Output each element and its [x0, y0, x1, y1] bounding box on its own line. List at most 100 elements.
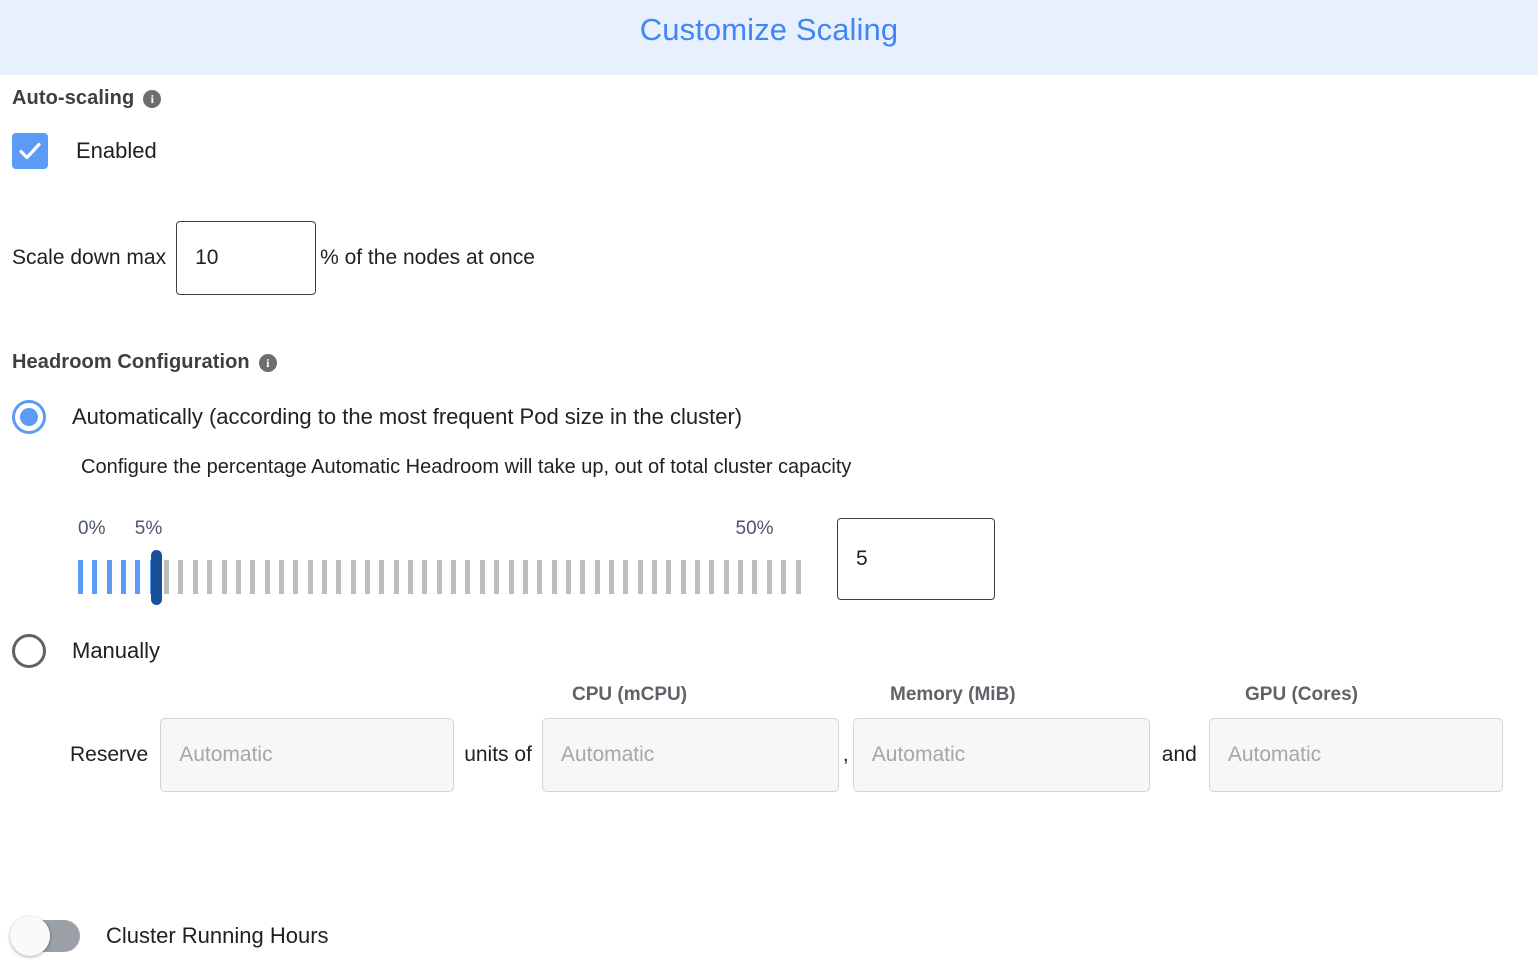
- slider-tick: [494, 560, 500, 594]
- slider-tick: [752, 560, 758, 594]
- info-icon-glyph: i: [150, 91, 154, 106]
- slider-tick: [537, 560, 543, 594]
- slider-tick: [766, 560, 772, 594]
- scale-down-max-input[interactable]: [176, 221, 317, 295]
- radio-manually[interactable]: [12, 634, 46, 668]
- headroom-info-icon-glyph: i: [266, 355, 270, 370]
- manual-reserve-fields: CPU (mCPU) Memory (MiB) GPU (Cores) Rese…: [12, 684, 1526, 804]
- cluster-running-hours-row[interactable]: Cluster Running Hours: [10, 916, 329, 956]
- dialog-header: Customize Scaling: [0, 0, 1538, 75]
- headroom-percentage-slider[interactable]: 0% 5% 50%: [78, 518, 823, 605]
- info-icon[interactable]: i: [143, 89, 162, 108]
- radio-automatic[interactable]: [12, 400, 46, 434]
- slider-tick: [652, 560, 657, 594]
- slider-tick: [795, 560, 801, 594]
- slider-tick: [250, 560, 256, 594]
- slider-tick: [422, 560, 428, 594]
- headroom-option-manual-row[interactable]: Manually: [12, 634, 1526, 668]
- slider-tick: [379, 560, 385, 594]
- reserve-input-line: Reserve units of , and: [12, 718, 1526, 792]
- radio-manually-label: Manually: [72, 638, 161, 663]
- slider-tick: [436, 560, 442, 594]
- slider-tick-labels: 0% 5% 50%: [78, 518, 823, 544]
- slider-tick: [278, 560, 284, 594]
- slider-tick: [666, 560, 672, 594]
- checkbox-enabled-label: Enabled: [76, 138, 157, 163]
- slider-tick: [680, 560, 686, 594]
- slider-tick: [522, 560, 528, 594]
- slider-tick: [135, 560, 141, 594]
- toggle-knob: [10, 916, 50, 956]
- slider-value-label: 5%: [134, 518, 163, 539]
- slider-track[interactable]: [78, 550, 823, 605]
- slider-tick: [465, 560, 471, 594]
- comma-separator: ,: [842, 743, 849, 766]
- slider-tick: [121, 560, 127, 594]
- slider-max-label: 50%: [735, 518, 774, 539]
- reserve-label: Reserve: [70, 743, 149, 766]
- column-header-cpu: CPU (mCPU): [572, 684, 688, 705]
- slider-tick: [408, 560, 414, 594]
- radio-automatic-label: Automatically (according to the most fre…: [72, 404, 743, 429]
- scale-down-max-label: Scale down max: [12, 246, 167, 269]
- auto-scaling-enabled-row[interactable]: Enabled: [12, 133, 1526, 169]
- headroom-option-automatic-row[interactable]: Automatically (according to the most fre…: [12, 400, 1526, 434]
- slider-tick: [738, 560, 744, 594]
- slider-tick: [293, 560, 299, 594]
- slider-tick: [580, 560, 586, 594]
- scale-down-max-row: Scale down max % of the nodes at once: [12, 221, 1526, 295]
- slider-tick: [608, 560, 614, 594]
- auto-scaling-label: Auto-scaling: [12, 87, 135, 109]
- reserve-gpu-input[interactable]: [1208, 718, 1503, 792]
- slider-tick: [709, 560, 715, 594]
- headroom-section-header: Headroom Configuration i: [12, 351, 1526, 374]
- slider-tick: [106, 560, 112, 594]
- slider-tick: [336, 560, 342, 594]
- slider-tick: [479, 560, 485, 594]
- slider-tick: [508, 560, 514, 594]
- reserve-cpu-input[interactable]: [541, 718, 839, 792]
- page-title: Customize Scaling: [639, 12, 899, 47]
- slider-tick: [623, 560, 629, 594]
- reserve-units-input[interactable]: [160, 718, 455, 792]
- slider-tick: [235, 560, 241, 594]
- slider-tick: [192, 560, 198, 594]
- slider-tick: [221, 560, 227, 594]
- headroom-percentage-input[interactable]: [837, 518, 995, 600]
- units-of-label: units of: [464, 743, 532, 766]
- slider-tick: [321, 560, 327, 594]
- toggle-cluster-running-hours[interactable]: [10, 916, 80, 956]
- slider-tick: [178, 560, 184, 594]
- slider-thumb[interactable]: [150, 550, 162, 605]
- check-icon: [19, 142, 41, 160]
- slider-tick: [781, 560, 787, 594]
- slider-tick: [723, 560, 729, 594]
- headroom-automatic-description: Configure the percentage Automatic Headr…: [81, 456, 852, 478]
- reserve-memory-input[interactable]: [852, 718, 1150, 792]
- slider-tick: [164, 560, 170, 594]
- dialog-body: Auto-scaling i Enabled Scale down max % …: [0, 87, 1538, 804]
- radio-automatic-dot: [20, 408, 38, 426]
- scale-down-max-suffix: % of the nodes at once: [320, 246, 535, 269]
- slider-tick: [637, 560, 643, 594]
- auto-scaling-section-header: Auto-scaling i: [12, 87, 1526, 110]
- slider-tick: [594, 560, 600, 594]
- slider-tick: [350, 560, 356, 594]
- slider-tick: [365, 560, 370, 594]
- slider-tick: [695, 560, 701, 594]
- headroom-label: Headroom Configuration: [12, 351, 250, 373]
- cluster-running-hours-label: Cluster Running Hours: [106, 923, 329, 948]
- slider-tick: [207, 560, 213, 594]
- and-separator: and: [1161, 743, 1197, 766]
- column-header-memory: Memory (MiB): [890, 684, 1016, 705]
- headroom-info-icon[interactable]: i: [258, 353, 277, 372]
- slider-tick: [551, 560, 557, 594]
- column-header-gpu: GPU (Cores): [1245, 684, 1358, 705]
- checkbox-enabled[interactable]: [12, 133, 48, 169]
- slider-tick: [92, 560, 98, 594]
- slider-tick: [393, 560, 399, 594]
- slider-min-label: 0%: [78, 518, 106, 539]
- slider-tick: [565, 560, 571, 594]
- slider-tick: [78, 560, 83, 594]
- slider-tick: [264, 560, 270, 594]
